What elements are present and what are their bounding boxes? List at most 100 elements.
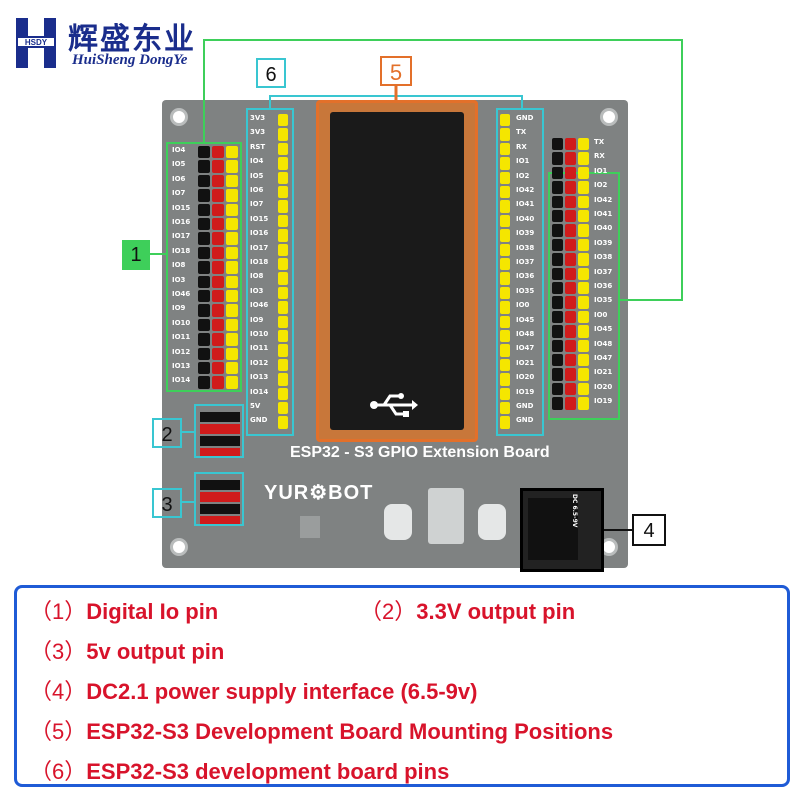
callout-4: 4 <box>632 514 666 546</box>
header-pin <box>565 267 576 280</box>
header-pin <box>552 382 563 396</box>
legend-item-6: （6）ESP32-S3 development board pins <box>30 759 450 784</box>
header-pin <box>578 368 589 381</box>
header-pin <box>552 310 563 324</box>
header-pin <box>226 275 238 288</box>
header-pin <box>500 286 510 300</box>
header-pin <box>212 275 224 288</box>
header-pin <box>226 318 238 332</box>
pin-label: TX <box>594 138 605 146</box>
pin-label: IO9 <box>250 315 264 324</box>
pin-label: IO20 <box>594 382 613 391</box>
header-pin <box>198 318 210 332</box>
pin-label: IO5 <box>250 171 264 180</box>
header-pin <box>552 397 563 410</box>
header-pin <box>198 246 210 260</box>
header-pin <box>226 261 238 274</box>
header-pin <box>278 315 288 328</box>
header-pin <box>565 382 576 396</box>
legend-item-5: （5）ESP32-S3 Development Board Mounting P… <box>30 719 614 744</box>
header-pin <box>212 376 224 389</box>
header-pin <box>198 261 210 274</box>
pin-label: IO40 <box>594 224 613 233</box>
header-pin <box>565 138 576 151</box>
dev-board-module <box>330 112 464 430</box>
capacitor <box>384 504 412 540</box>
pin-label: IO1 <box>516 157 530 166</box>
header-pin <box>198 275 210 288</box>
pin-label: 3V3 <box>250 128 266 137</box>
pin-label: IO4 <box>172 146 186 154</box>
pin-label: IO39 <box>594 238 613 247</box>
pin-label: IO11 <box>250 344 269 353</box>
callout-1: 1 <box>122 240 150 270</box>
header-pin <box>578 325 589 338</box>
header-pin <box>212 246 224 260</box>
header-pin <box>198 189 210 202</box>
board-title: ESP32 - S3 GPIO Extension Board <box>290 444 550 461</box>
header-pin <box>565 397 576 410</box>
pin-label: IO45 <box>516 315 535 324</box>
header-pin <box>278 114 288 127</box>
header-pin <box>226 304 238 317</box>
pin-label: 3V3 <box>250 114 266 122</box>
pin-label: IO15 <box>172 203 191 212</box>
header-pin <box>212 362 224 375</box>
header-pin <box>552 195 563 208</box>
power-5v-header <box>194 472 244 526</box>
header-pin <box>212 189 224 202</box>
header-pin <box>212 261 224 274</box>
header-pin <box>226 376 238 389</box>
pin-label: IO5 <box>172 160 186 169</box>
header-pin <box>578 138 589 151</box>
header-pin <box>500 142 510 156</box>
pin-label: IO42 <box>594 195 613 204</box>
header-pin <box>500 344 510 357</box>
pin-label: IO12 <box>250 358 269 367</box>
header-pin <box>500 186 510 199</box>
header-pin <box>500 315 510 328</box>
pin-label: IO47 <box>516 344 535 353</box>
header-pin <box>278 387 288 400</box>
header-pin <box>278 344 288 357</box>
header-pin <box>578 253 589 266</box>
legend-item-2: （2）3.3V output pin <box>360 599 576 624</box>
pin-label: IO9 <box>172 304 186 313</box>
header-pin <box>226 174 238 188</box>
legend-box <box>14 585 790 787</box>
header-pin <box>212 333 224 346</box>
header-pin <box>565 354 576 367</box>
header-pin <box>578 152 589 165</box>
pin-label: IO36 <box>516 272 535 281</box>
pin-label: IO39 <box>516 229 535 238</box>
header-pin <box>552 152 563 165</box>
header-pin <box>212 218 224 231</box>
pin-label: RST <box>250 142 266 151</box>
logo-chinese-name: 辉盛东业 <box>68 22 196 57</box>
capacitor <box>478 504 506 540</box>
header-pin <box>552 296 563 309</box>
header-pin <box>212 304 224 317</box>
header-pin <box>500 373 510 386</box>
pin-label: IO8 <box>250 272 264 281</box>
header-pin <box>500 200 510 213</box>
header-pin <box>552 368 563 381</box>
header-pin <box>198 362 210 375</box>
header-pin <box>578 195 589 208</box>
header-pin <box>565 368 576 381</box>
header-pin <box>578 296 589 309</box>
header-pin <box>212 146 224 159</box>
pin-label: RX <box>516 142 527 151</box>
pin-label: IO21 <box>594 368 613 377</box>
header-pin <box>278 416 288 429</box>
header-pin <box>552 224 563 237</box>
header-pin <box>278 214 288 228</box>
pin-label: IO15 <box>250 214 269 223</box>
header-pin <box>500 416 510 429</box>
pin-label: IO19 <box>594 397 613 406</box>
pin-label: GND <box>516 416 534 425</box>
header-pin <box>198 218 210 231</box>
pin-label: IO17 <box>250 243 269 252</box>
header-pin <box>578 267 589 280</box>
pin-label: IO7 <box>250 200 264 209</box>
